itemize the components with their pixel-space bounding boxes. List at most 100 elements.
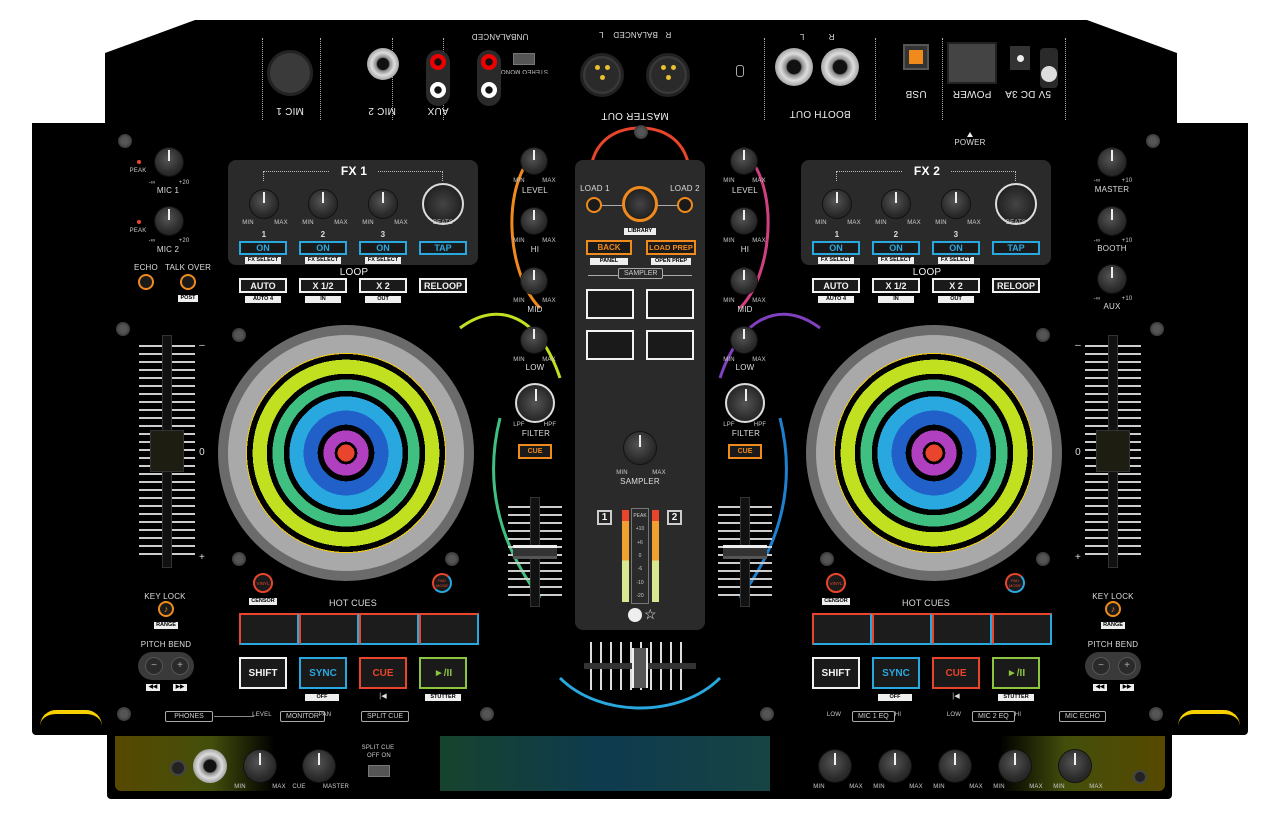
deck1-hot-cue-1[interactable] (239, 613, 299, 645)
back-button[interactable]: BACK (586, 240, 632, 255)
loop2-reloop-button[interactable]: RELOOP (992, 278, 1040, 293)
ch1-cue-button[interactable]: CUE (518, 444, 552, 459)
crossfader[interactable] (632, 648, 648, 688)
fx1-on-3-button[interactable]: ON (359, 241, 407, 255)
mic1-gain-knob[interactable] (155, 148, 183, 176)
deck2-key-lock-button[interactable]: ♪ (1105, 601, 1121, 617)
ch2-low-knob[interactable] (731, 327, 757, 353)
fx1-beats-encoder[interactable] (422, 183, 464, 225)
stereo-mono-switch[interactable] (513, 53, 535, 65)
mic1-eq-hi-knob[interactable] (879, 750, 911, 782)
deck2-cue-button[interactable]: CUE (932, 657, 980, 689)
load1-button[interactable] (586, 197, 602, 213)
sampler-pad-1[interactable] (586, 289, 634, 319)
unbalanced-r-jack[interactable] (481, 54, 497, 70)
deck2-pitch-bend-minus[interactable]: − (1092, 657, 1110, 675)
ch1-hi-knob[interactable] (521, 208, 547, 234)
fx1-tap-button[interactable]: TAP (419, 241, 467, 255)
monitor-pan-knob[interactable] (303, 750, 335, 782)
sampler-pad-4[interactable] (646, 330, 694, 360)
front-right-jack[interactable] (1133, 770, 1147, 784)
deck2-pitch-bend-plus[interactable]: + (1118, 657, 1136, 675)
mic2-eq-low-knob[interactable] (939, 750, 971, 782)
fx2-tap-button[interactable]: TAP (992, 241, 1040, 255)
deck1-play-pause-button[interactable]: ►/II (419, 657, 467, 689)
ch2-cue-button[interactable]: CUE (728, 444, 762, 459)
ch1-low-knob[interactable] (521, 327, 547, 353)
deck1-pitch-fader[interactable] (150, 430, 184, 472)
ch2-hi-knob[interactable] (731, 208, 757, 234)
deck2-hot-cue-2[interactable] (872, 613, 932, 645)
deck2-pad-mode-button[interactable]: PAD MODE (1005, 573, 1025, 593)
deck2-hot-cue-4[interactable] (992, 613, 1052, 645)
fx1-knob-3[interactable] (369, 190, 397, 218)
deck2-pitch-fader[interactable] (1096, 430, 1130, 472)
usb-port[interactable] (903, 44, 929, 70)
mic2-gain-knob[interactable] (155, 207, 183, 235)
booth-out-r-jack[interactable] (821, 48, 859, 86)
fx2-on-1-button[interactable]: ON (812, 241, 860, 255)
deck1-hot-cue-2[interactable] (299, 613, 359, 645)
deck1-hot-cue-3[interactable] (359, 613, 419, 645)
fx1-on-1-button[interactable]: ON (239, 241, 287, 255)
deck1-sync-button[interactable]: SYNC (299, 657, 347, 689)
phones-level-knob[interactable] (244, 750, 276, 782)
loop1-auto-button[interactable]: AUTO (239, 278, 287, 293)
deck1-cue-button[interactable]: CUE (359, 657, 407, 689)
fx2-beats-encoder[interactable] (995, 183, 1037, 225)
aux-knob[interactable] (1098, 265, 1126, 293)
mic2-eq-hi-knob[interactable] (999, 750, 1031, 782)
loop1-half-button[interactable]: X 1/2 (299, 278, 347, 293)
deck1-vinyl-button[interactable]: VINYL (253, 573, 273, 593)
deck1-pad-mode-button[interactable]: PAD MODE (432, 573, 452, 593)
deck2-play-pause-button[interactable]: ►/II (992, 657, 1040, 689)
loop2-half-button[interactable]: X 1/2 (872, 278, 920, 293)
fx2-on-2-button[interactable]: ON (872, 241, 920, 255)
deck2-shift-button[interactable]: SHIFT (812, 657, 860, 689)
deck2-jog-wheel[interactable] (806, 325, 1062, 581)
load2-button[interactable] (677, 197, 693, 213)
sampler-volume-knob[interactable] (624, 432, 656, 464)
deck1-hot-cue-4[interactable] (419, 613, 479, 645)
loop2-double-button[interactable]: X 2 (932, 278, 980, 293)
mini-jack[interactable] (170, 760, 186, 776)
mic-echo-knob[interactable] (1059, 750, 1091, 782)
unbalanced-l-jack[interactable] (481, 82, 497, 98)
ch2-mid-knob[interactable] (731, 268, 757, 294)
fx2-on-3-button[interactable]: ON (932, 241, 980, 255)
ch1-volume-fader[interactable] (513, 545, 557, 559)
library-encoder[interactable] (622, 186, 658, 222)
dc-jack[interactable] (1010, 46, 1030, 70)
power-switch[interactable] (947, 42, 997, 84)
deck1-key-lock-button[interactable]: ♪ (158, 601, 174, 617)
fx2-knob-3[interactable] (942, 190, 970, 218)
mic2-jack[interactable] (367, 48, 399, 80)
deck2-vinyl-button[interactable]: VINYL (826, 573, 846, 593)
echo-button[interactable] (138, 274, 154, 290)
deck1-jog-wheel[interactable] (218, 325, 474, 581)
master-knob[interactable] (1098, 148, 1126, 176)
aux-l-jack[interactable] (430, 82, 446, 98)
sampler-pad-3[interactable] (586, 330, 634, 360)
fx1-knob-2[interactable] (309, 190, 337, 218)
deck2-hot-cue-1[interactable] (812, 613, 872, 645)
loop2-auto-button[interactable]: AUTO (812, 278, 860, 293)
deck2-hot-cue-3[interactable] (932, 613, 992, 645)
deck2-sync-button[interactable]: SYNC (872, 657, 920, 689)
ch2-level-knob[interactable] (731, 148, 757, 174)
loop1-reloop-button[interactable]: RELOOP (419, 278, 467, 293)
deck1-shift-button[interactable]: SHIFT (239, 657, 287, 689)
ch2-filter-knob[interactable] (725, 383, 765, 423)
ch1-filter-knob[interactable] (515, 383, 555, 423)
ch1-level-knob[interactable] (521, 148, 547, 174)
split-cue-switch[interactable] (368, 765, 390, 777)
talk-over-button[interactable] (180, 274, 196, 290)
booth-out-l-jack[interactable] (775, 48, 813, 86)
deck1-pitch-bend-minus[interactable]: − (145, 657, 163, 675)
ch2-volume-fader[interactable] (723, 545, 767, 559)
deck1-pitch-bend-plus[interactable]: + (171, 657, 189, 675)
ch1-mid-knob[interactable] (521, 268, 547, 294)
booth-knob[interactable] (1098, 207, 1126, 235)
loop1-double-button[interactable]: X 2 (359, 278, 407, 293)
mic1-xlr-jack[interactable] (267, 50, 313, 96)
